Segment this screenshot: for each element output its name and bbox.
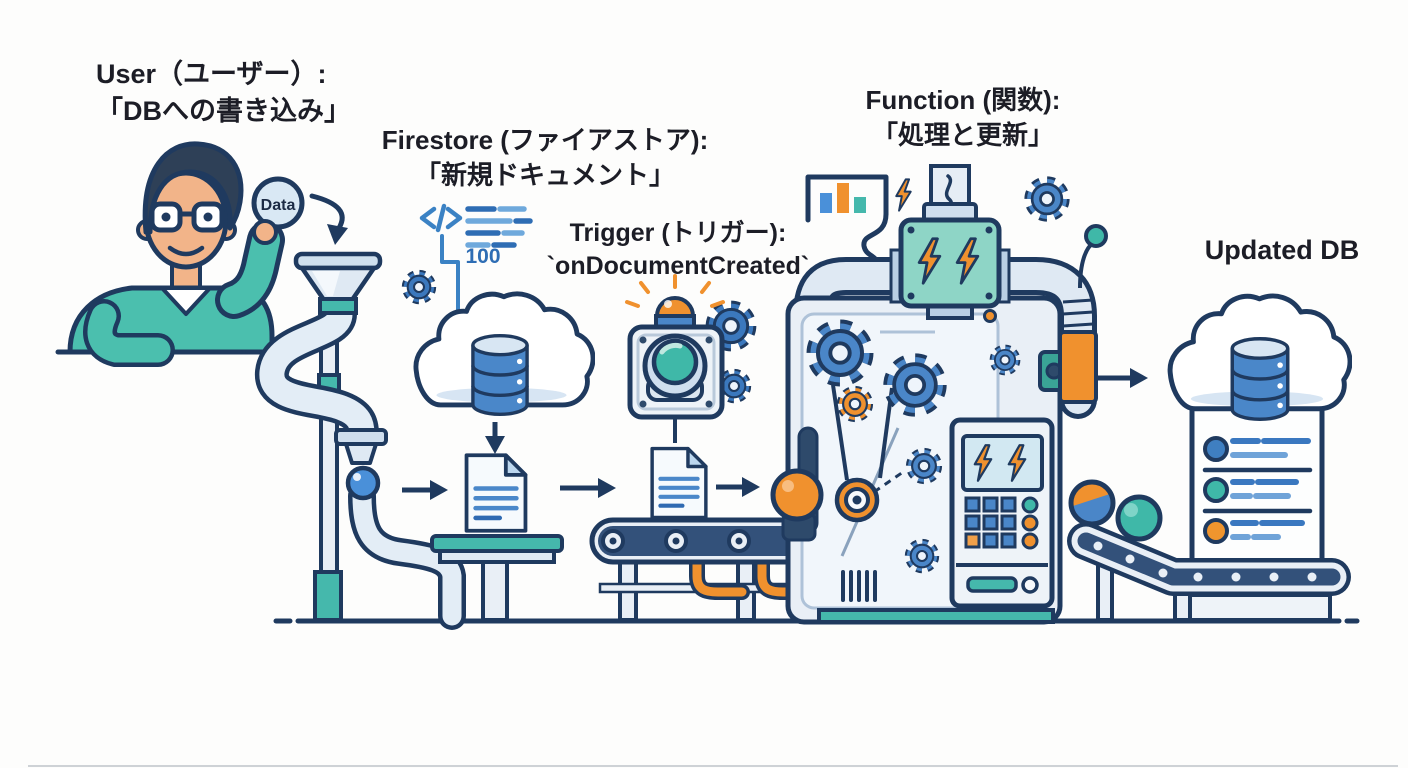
list-row [1203, 436, 1311, 462]
panel-button [1021, 576, 1039, 594]
arrow-2 [560, 478, 616, 498]
function-label: Function (関数):「処理と更新」 [865, 85, 1061, 150]
data-ball-blue [345, 465, 381, 501]
person-eye [161, 212, 171, 222]
vent-lines [841, 570, 877, 602]
trigger-button-group [625, 274, 750, 443]
teal-ball [1115, 494, 1163, 542]
firestore-cloud-group: 100 [406, 203, 593, 454]
intake-funnel-pipe [255, 251, 466, 630]
code-icon [419, 203, 463, 315]
list-row [1203, 477, 1299, 503]
machine-base [817, 608, 1055, 624]
person-hand [252, 219, 278, 245]
code-number-label: 100 [465, 245, 500, 268]
s-pipe [259, 301, 375, 447]
person-raised-arm [220, 226, 280, 314]
duotone-ball [1068, 479, 1116, 527]
node-dot [1084, 224, 1108, 248]
arrow-4 [1094, 368, 1148, 388]
pipe-foot [352, 486, 462, 626]
electric-box [898, 217, 1002, 309]
database-icon [1230, 336, 1290, 422]
indicator-dot [983, 309, 997, 323]
arrow-3 [716, 477, 760, 497]
code-lines-icon [465, 206, 533, 248]
alarm-lamp-icon [625, 274, 725, 332]
data-ball-label: Data [261, 197, 296, 214]
data-ball [251, 176, 305, 230]
person-resting-arm [87, 303, 171, 363]
trigger-label: Trigger (トリガー):`onDocumentCreated` [546, 219, 810, 280]
person-hair [142, 141, 244, 235]
user-person: Data [55, 141, 305, 367]
down-arrow [485, 422, 505, 454]
nozzle-flange [334, 428, 388, 446]
conveyor-belt-2 [1067, 522, 1351, 596]
lightning-icon [895, 178, 912, 212]
document-icon [467, 455, 526, 531]
arrow-1 [402, 480, 448, 500]
gear-icon [1030, 182, 1063, 215]
gear-icon [406, 274, 431, 299]
document-icon [652, 449, 706, 518]
list-row [1203, 518, 1305, 544]
user-label: User（ユーザー）:「DBへの書き込み」 [96, 59, 351, 126]
table-top [430, 534, 564, 553]
person-collar [160, 286, 212, 316]
panel-slot [966, 576, 1018, 593]
gear-icon [721, 373, 746, 398]
orange-ball [770, 468, 824, 542]
firestore-label: Firestore (ファイアストア):「新規ドキュメント」 [381, 125, 709, 190]
updated-db-group [1067, 296, 1351, 622]
orange-sleeve [1058, 330, 1098, 404]
person-smile [167, 245, 205, 257]
database-icon [471, 334, 529, 416]
updated-db-label: Updated DB [1204, 235, 1360, 265]
function-machine [785, 164, 1108, 625]
new-document-station [430, 455, 564, 622]
table-leg [481, 558, 509, 622]
pipe-right [981, 262, 1092, 414]
person-eye [203, 212, 213, 222]
belt-dots [1093, 541, 1317, 582]
orange-pipe [692, 553, 747, 597]
control-panel [949, 417, 1055, 609]
curved-arrow [309, 193, 348, 245]
keypad [964, 496, 1039, 550]
bottom-rule [28, 765, 1398, 767]
orange-pipe [757, 553, 811, 597]
